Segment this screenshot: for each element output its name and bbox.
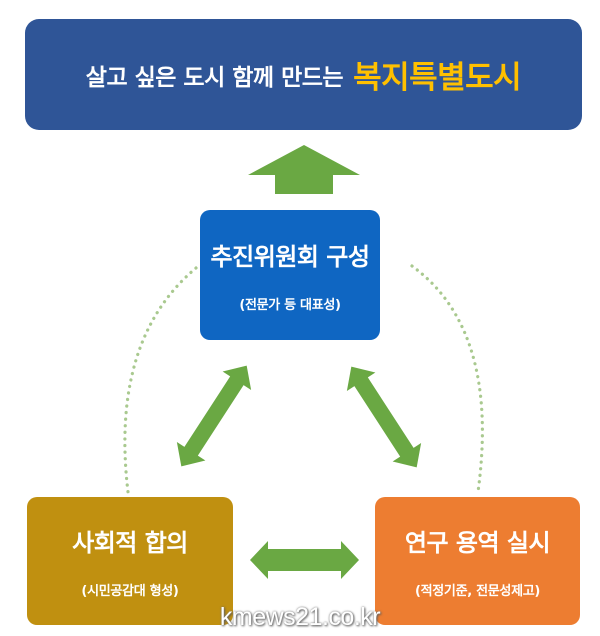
node-research-subtitle: (적정기준, 전문성제고) [414, 584, 541, 599]
goal-banner: 살고 싶은 도시 함께 만드는 복지특별도시 [25, 19, 582, 130]
node-social-consensus-title: 사회적 합의 [72, 529, 188, 557]
up-arrow-icon [248, 145, 360, 194]
banner-main-text: 살고 싶은 도시 함께 만드는 [85, 64, 344, 91]
dotted-arc-right [410, 264, 484, 494]
watermark: kmews21.co.kr [219, 603, 381, 631]
node-committee: 추진위원회 구성 (전문가 등 대표성) [200, 210, 380, 340]
node-social-consensus-subtitle: (시민공감대 형성) [81, 584, 179, 599]
double-arrow-center-right-icon [346, 366, 422, 468]
node-committee-subtitle: (전문가 등 대표성) [239, 298, 341, 313]
banner-accent-text: 복지특별도시 [353, 60, 522, 96]
dotted-arc-left [123, 266, 198, 494]
node-social-consensus: 사회적 합의 (시민공감대 형성) [27, 497, 233, 625]
node-research: 연구 용역 실시 (적정기준, 전문성제고) [375, 497, 580, 625]
node-committee-title: 추진위원회 구성 [210, 243, 370, 271]
double-arrow-left-right-icon [250, 541, 359, 579]
node-research-title: 연구 용역 실시 [404, 529, 551, 557]
double-arrow-center-left-icon [176, 365, 252, 467]
